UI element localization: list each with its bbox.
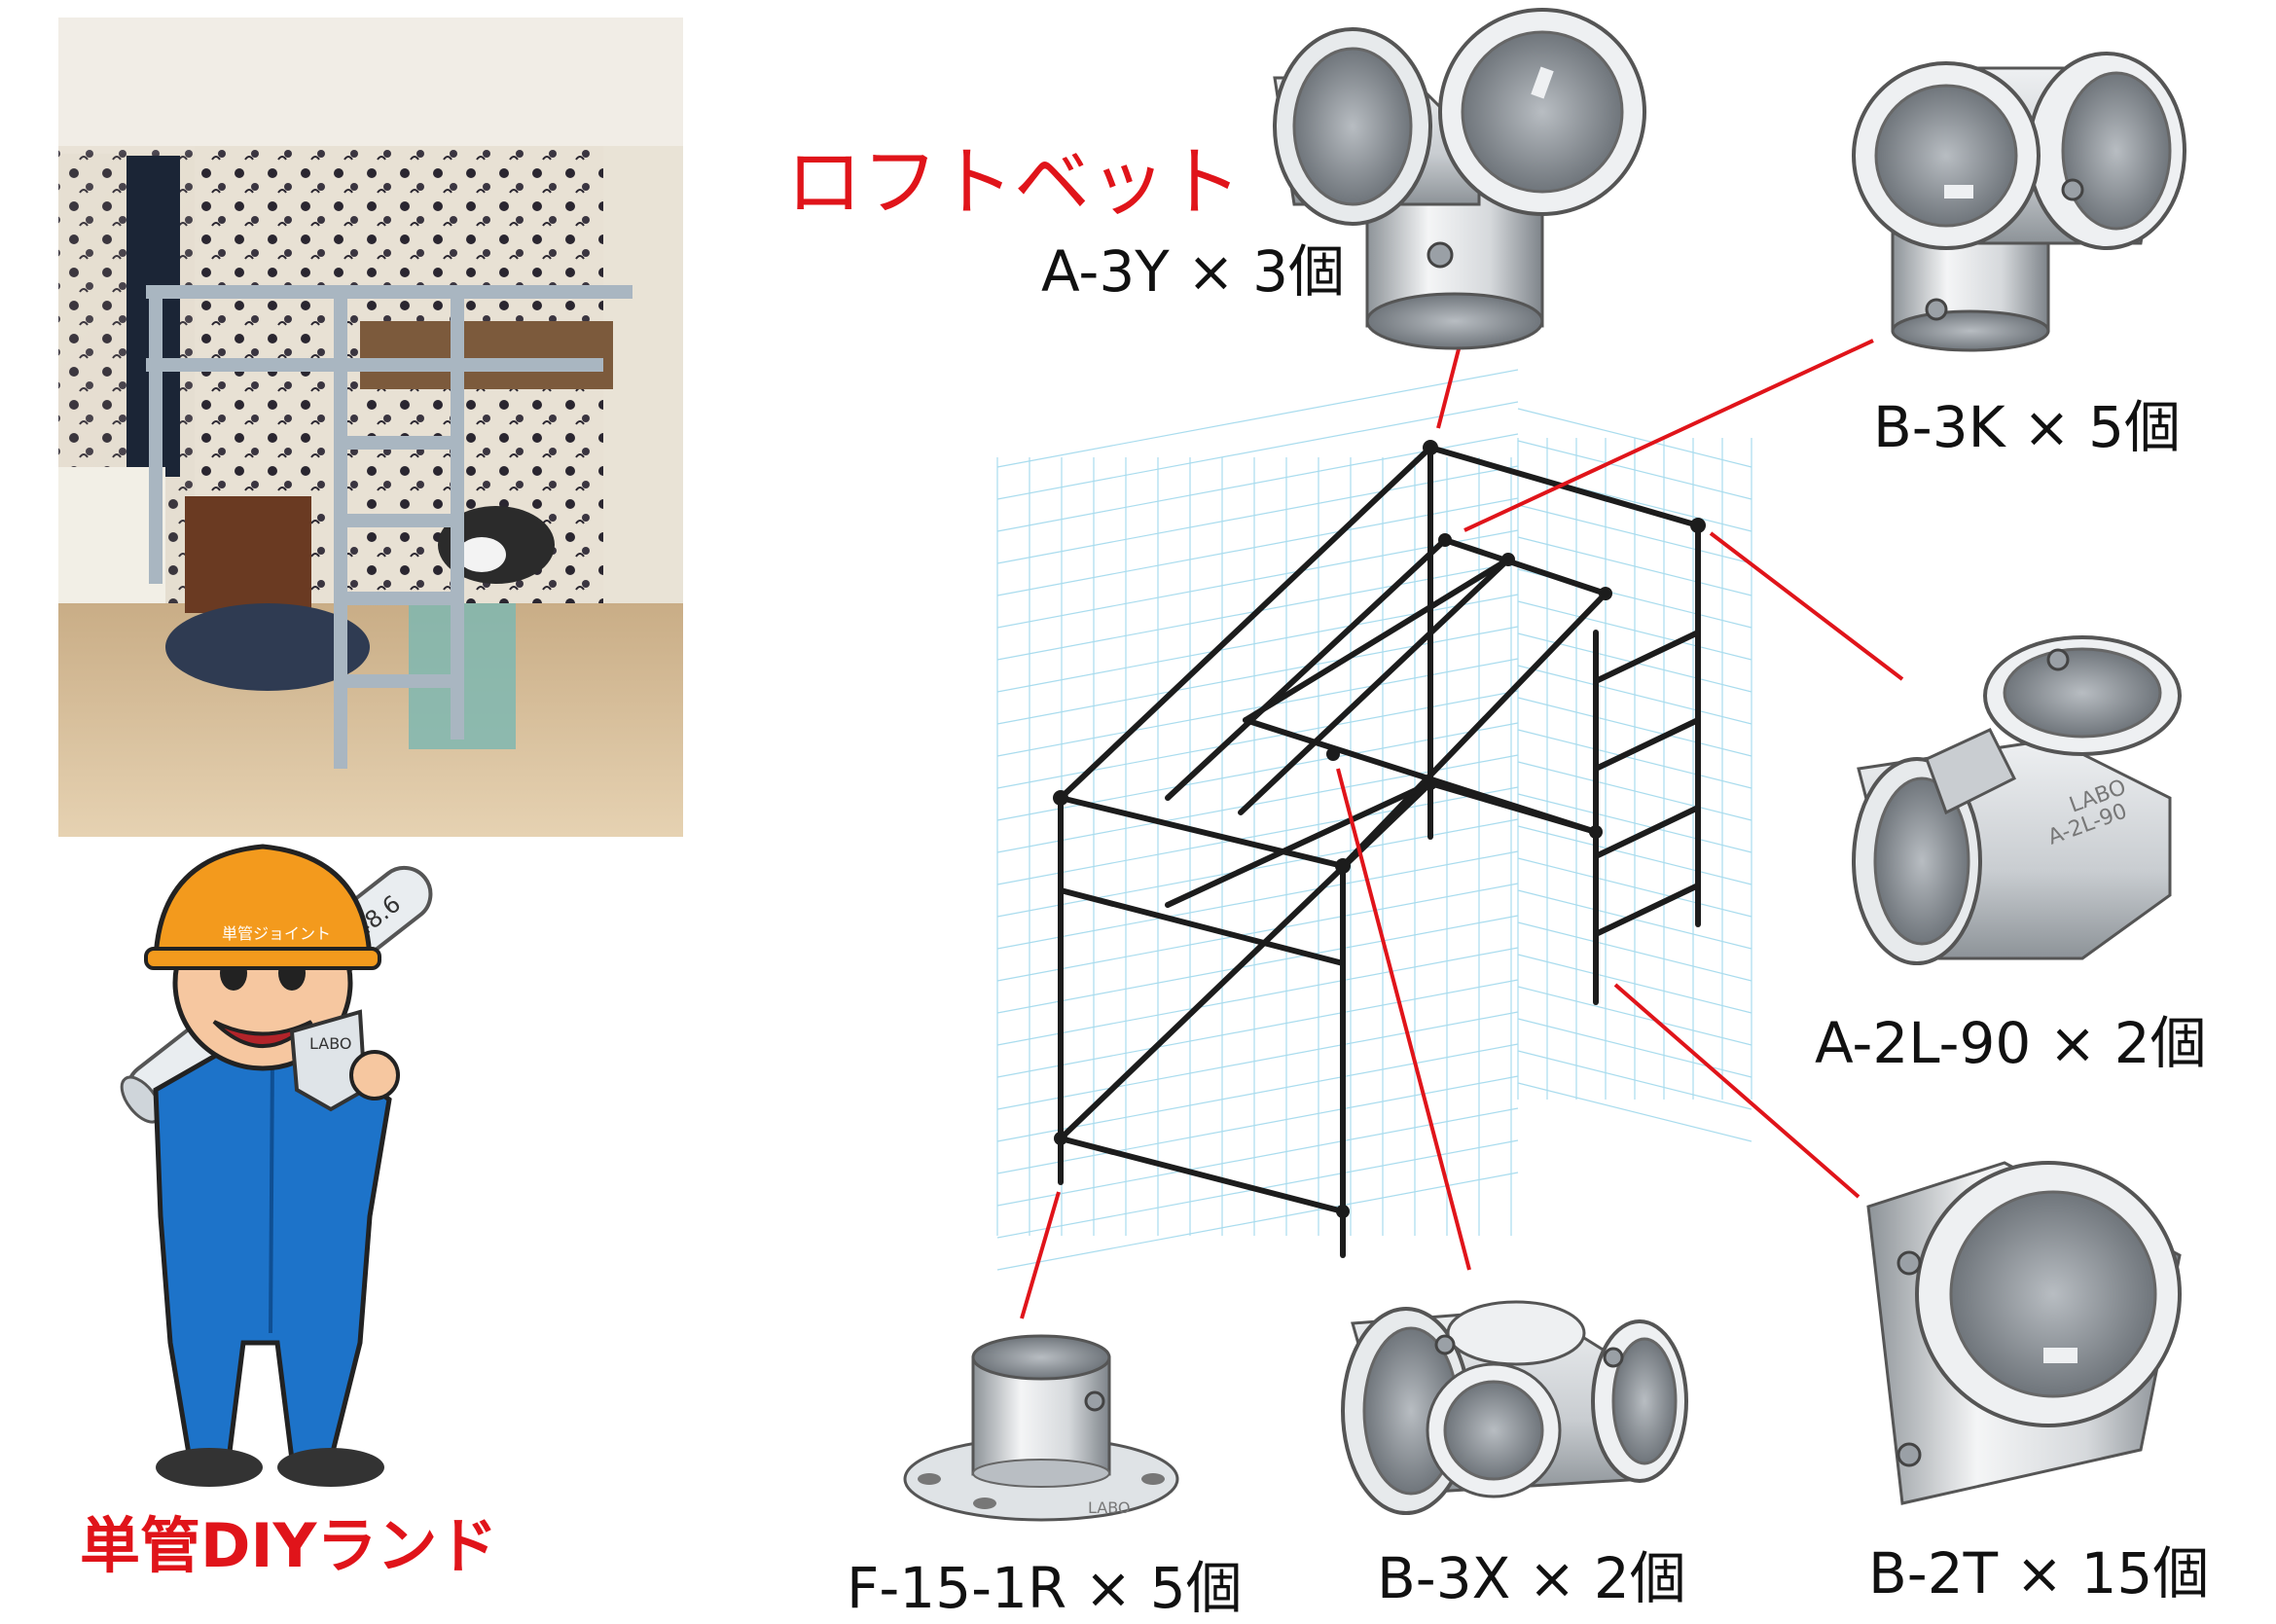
- bed-deck: [360, 321, 613, 389]
- grid-line: [1517, 986, 1752, 1046]
- fitting-b3x: [1341, 1300, 1688, 1515]
- grid-line: [1517, 600, 1752, 661]
- grid-line: [1517, 857, 1752, 918]
- grid-line: [996, 883, 1519, 982]
- grid-line: [996, 401, 1519, 500]
- flange-imprint: LABO: [1088, 1498, 1131, 1517]
- fitting-f151r: LABO: [903, 1334, 1179, 1522]
- part-label-b2t: B-2T × 15個: [1868, 1540, 2210, 1606]
- frame-pipe: [1340, 591, 1608, 869]
- grid-line: [1517, 921, 1752, 982]
- grid-line: [996, 947, 1519, 1046]
- photo-pipe-frame: [146, 285, 632, 769]
- frame-pipe: [1593, 805, 1701, 859]
- mascot-hand: [349, 1050, 400, 1101]
- fitting-b2t: [1866, 1161, 2182, 1505]
- frame-pipe: [1442, 537, 1608, 596]
- leader-line-f151r: [1020, 1191, 1061, 1319]
- leader-line-b3x: [1336, 768, 1471, 1271]
- frame-pipe: [1165, 780, 1433, 908]
- grid-line: [996, 818, 1519, 918]
- loft-bed-frame: [1058, 445, 1701, 1258]
- frame-pipe: [1238, 557, 1511, 815]
- grid-line: [996, 1011, 1519, 1110]
- grid-line: [1517, 504, 1752, 564]
- isometric-grid: [996, 369, 1752, 1271]
- frame-pipe: [1165, 537, 1448, 801]
- part-label-f151r: F-15-1R × 5個: [847, 1555, 1243, 1621]
- grid-line: [1517, 954, 1752, 1014]
- frame-pipe: [1593, 717, 1701, 772]
- bean-bag: [165, 603, 370, 691]
- grid-line: [996, 979, 1519, 1078]
- toy-animal-patch: [457, 537, 506, 572]
- grid-line: [1517, 1050, 1752, 1110]
- frame-pipe: [1243, 557, 1511, 723]
- grid-line: [996, 690, 1519, 789]
- part-label-a3y: A-3Y × 3個: [1041, 238, 1346, 305]
- mascot-cup-fitting: [289, 1009, 368, 1112]
- frame-pipe: [1058, 887, 1346, 966]
- ceiling: [58, 18, 683, 154]
- grid-line: [996, 850, 1519, 950]
- grid-line: [996, 465, 1519, 564]
- grid-line: [1517, 408, 1752, 468]
- mascot-worker: PIPE-48.6 単管ジョイント LABO: [120, 844, 433, 1487]
- mascot-left-shoe: [156, 1448, 263, 1487]
- grid-line: [1517, 697, 1752, 757]
- mascot-helmet: [153, 844, 373, 961]
- fitting-a3y: [1273, 8, 1646, 350]
- helmet-label: 単管ジョイント: [222, 924, 331, 943]
- part-label-a2l90: A-2L-90 × 2個: [1815, 1010, 2207, 1076]
- frame-pipe: [1058, 1136, 1346, 1214]
- grid-line: [1517, 440, 1752, 500]
- frame-pipe: [1058, 780, 1433, 1141]
- diagram-title: ロフトベット: [786, 139, 1243, 227]
- grid-line: [1517, 825, 1752, 885]
- radiator: [58, 467, 165, 613]
- grid-line: [1517, 793, 1752, 853]
- leader-lines: [1020, 339, 1904, 1319]
- grid-line: [1517, 665, 1752, 725]
- frame-pipe: [1593, 883, 1701, 937]
- grid-line: [1517, 761, 1752, 821]
- part-label-b3k: B-3K × 5個: [1873, 394, 2182, 460]
- leader-line-a2l90: [1709, 531, 1904, 681]
- floor: [58, 603, 683, 837]
- storage-chest: [185, 496, 311, 613]
- grid-line: [996, 1043, 1519, 1142]
- frame-joints: [1053, 440, 1706, 1218]
- grid-line: [1517, 889, 1752, 950]
- frame-pipe: [1593, 630, 1701, 684]
- mascot-right-shoe: [277, 1448, 384, 1487]
- frame-pipe: [1058, 445, 1433, 801]
- grid-line: [996, 658, 1519, 757]
- frame-pipe: [1243, 717, 1599, 835]
- grid-line: [996, 915, 1519, 1014]
- frame-pipe: [1058, 795, 1346, 869]
- leader-line-b3k: [1463, 339, 1874, 532]
- grid-line: [1517, 536, 1752, 596]
- grid-line: [996, 1172, 1519, 1271]
- grid-line: [996, 369, 1519, 468]
- grid-line: [1517, 729, 1752, 789]
- fitting-b3k: [1852, 52, 2186, 352]
- grid-line: [1517, 1082, 1752, 1142]
- cup-label: LABO: [309, 1034, 352, 1053]
- frame-pipe: [1427, 445, 1701, 528]
- leader-line-b2t: [1613, 983, 1861, 1199]
- fitting-a2l90: LABO A-2L-90: [1852, 635, 2182, 965]
- loft-bed-photo: [58, 18, 683, 837]
- brand-name: 単管DIYランド: [80, 1510, 498, 1581]
- leader-line-a3y: [1436, 344, 1462, 429]
- grid-line: [996, 1075, 1519, 1174]
- part-label-b3x: B-3X × 2個: [1377, 1545, 1686, 1611]
- mascot-smile: [212, 1020, 313, 1048]
- grid-line: [996, 722, 1519, 821]
